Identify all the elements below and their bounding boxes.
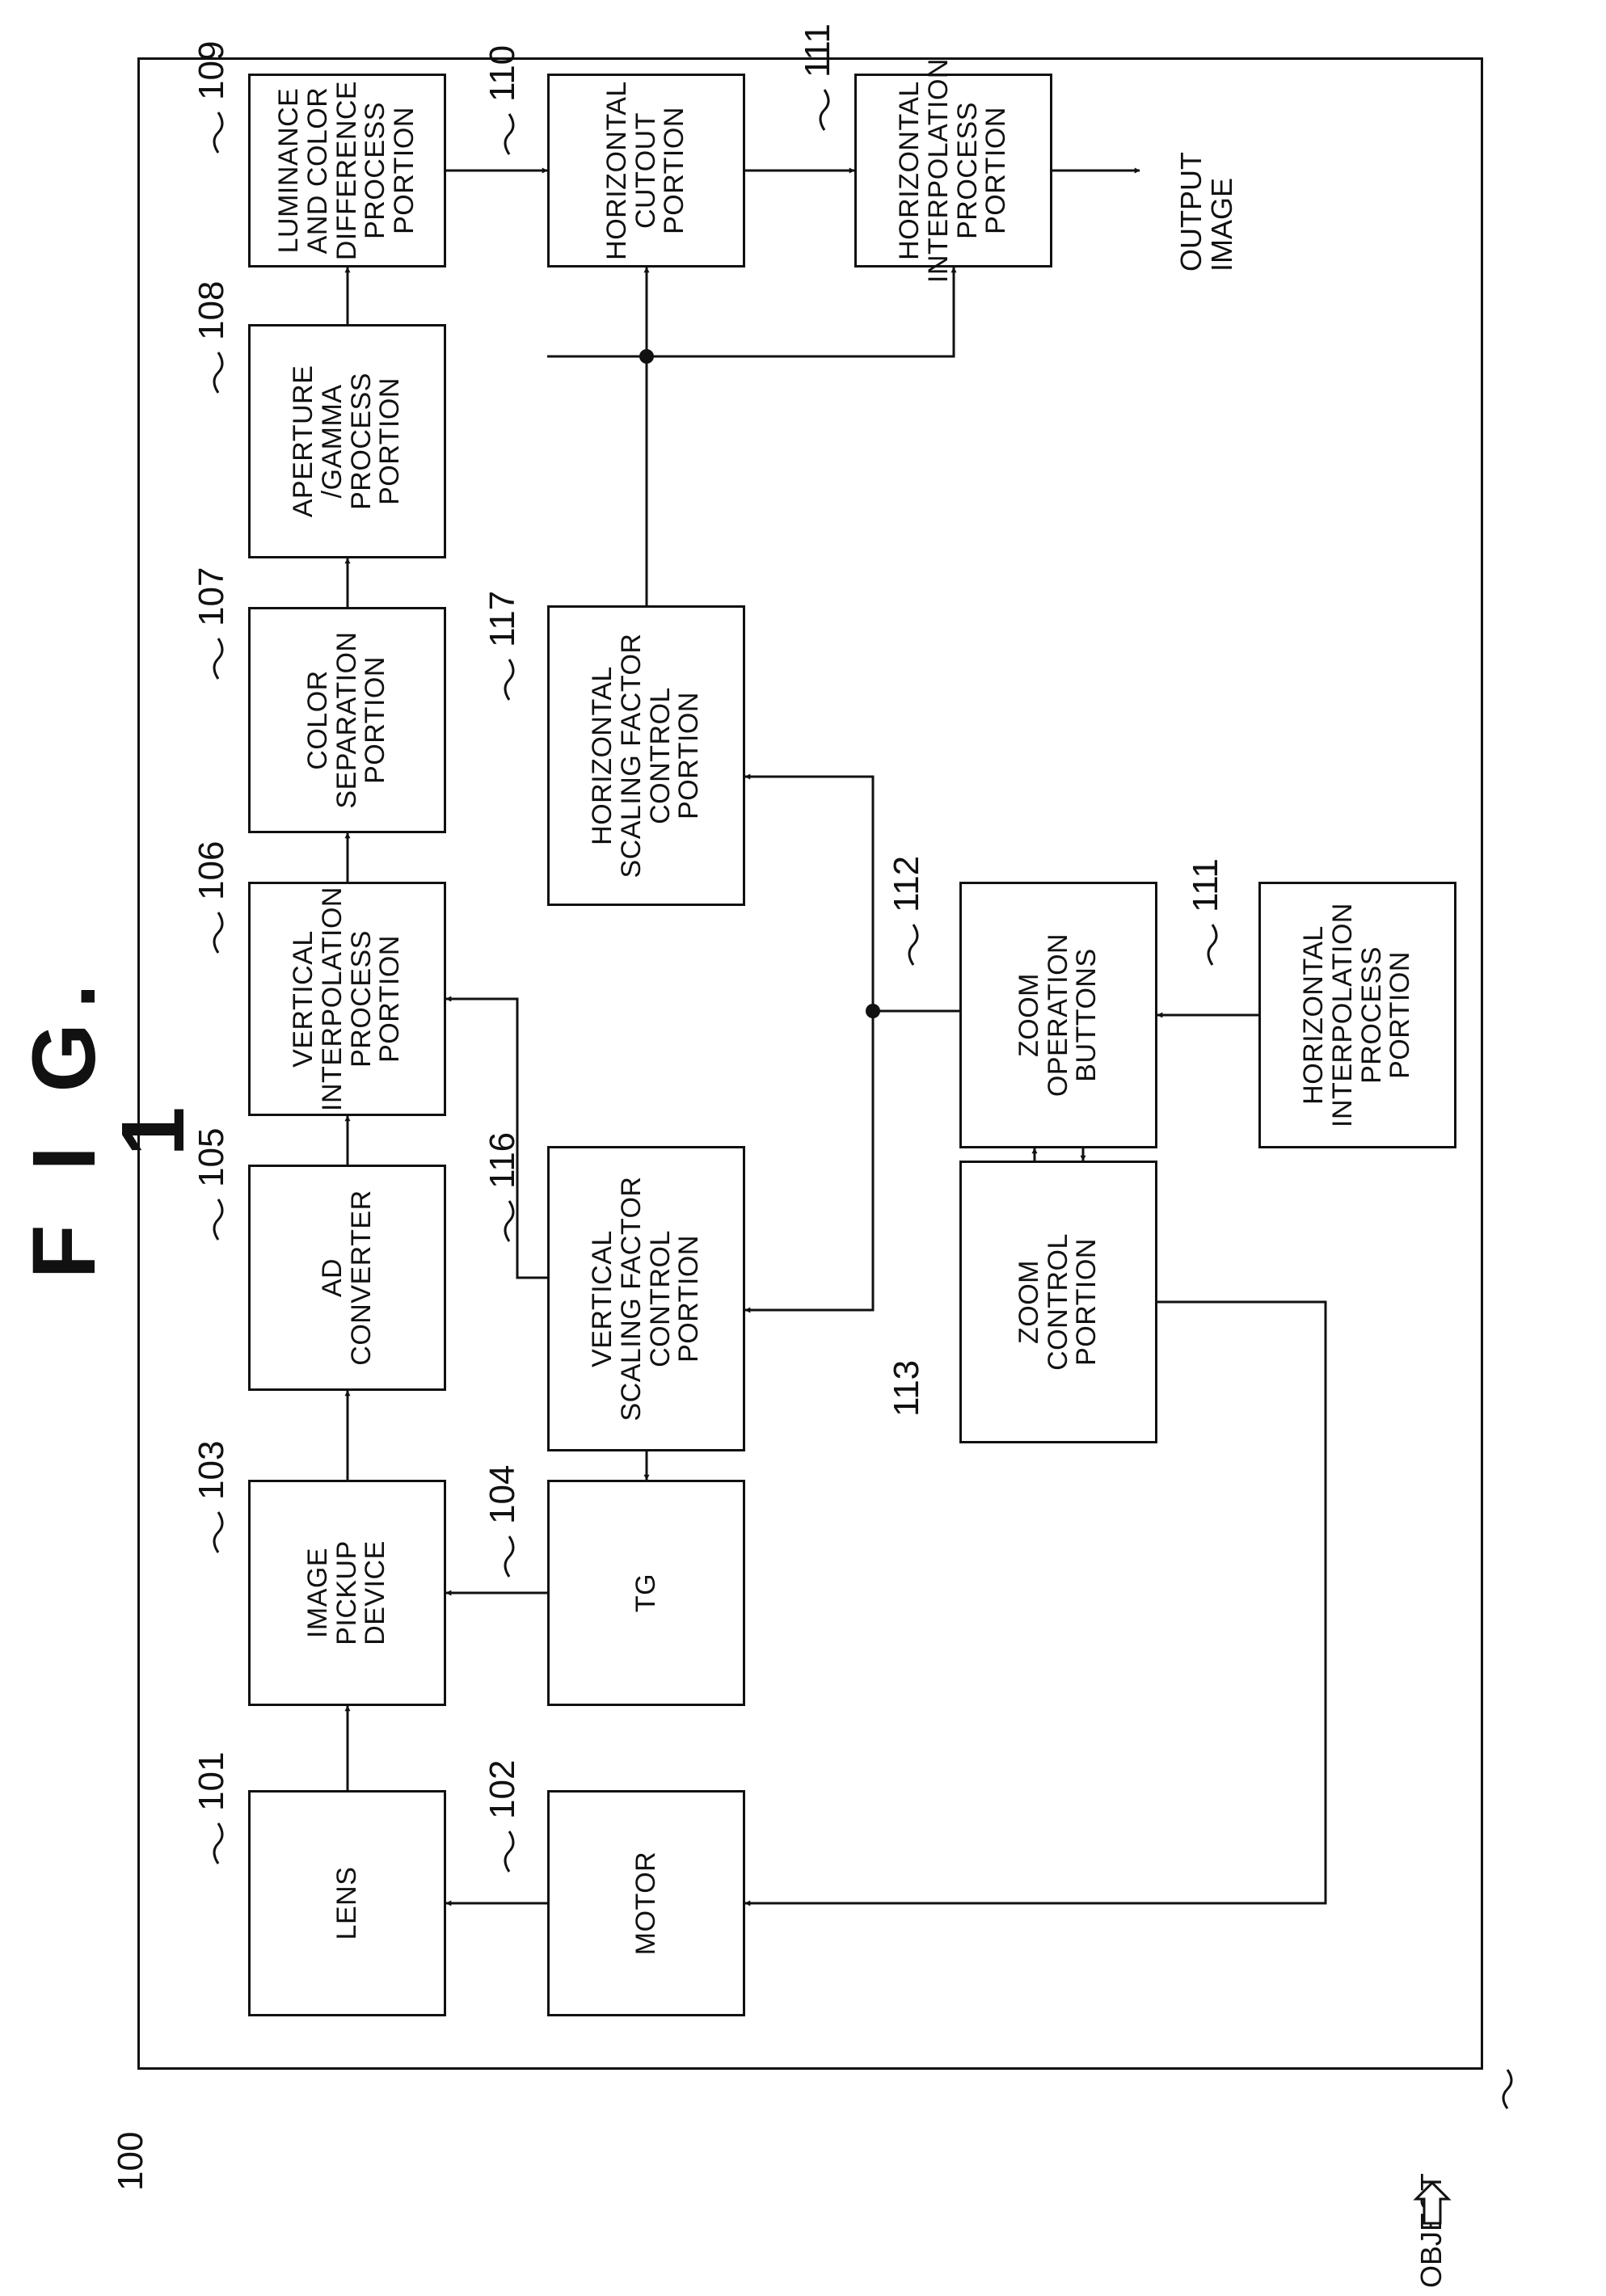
leader-112 <box>1208 925 1216 965</box>
leader-105 <box>214 1199 222 1240</box>
wire-vscaling-to-vinterp <box>446 999 547 1278</box>
leader-113 <box>909 925 917 965</box>
leader-116 <box>505 1201 513 1241</box>
wire-junction-to-hinterp <box>647 268 954 356</box>
junction-dot-zoom-bus <box>866 1004 880 1018</box>
leader-109 <box>214 112 222 153</box>
leader-111 <box>820 90 828 130</box>
leader-102 <box>505 1831 513 1872</box>
wire-bus-to-vscaling <box>745 1011 873 1310</box>
leader-103 <box>214 1512 222 1552</box>
wire-hscaling-junction-up <box>547 356 647 518</box>
wire-bus-to-hscaling <box>745 777 873 1011</box>
leader-110 <box>505 114 513 154</box>
object-arrow-icon <box>1416 2183 1448 2223</box>
leader-107 <box>214 638 222 679</box>
leader-108 <box>214 352 222 393</box>
wire-optical-to-motor <box>745 1302 1326 1903</box>
junction-dot-hscaling <box>639 349 654 364</box>
leader-100 <box>1503 2070 1511 2109</box>
leader-104 <box>505 1536 513 1577</box>
leader-101 <box>214 1823 222 1864</box>
leader-117 <box>505 659 513 700</box>
leader-106 <box>214 912 222 953</box>
